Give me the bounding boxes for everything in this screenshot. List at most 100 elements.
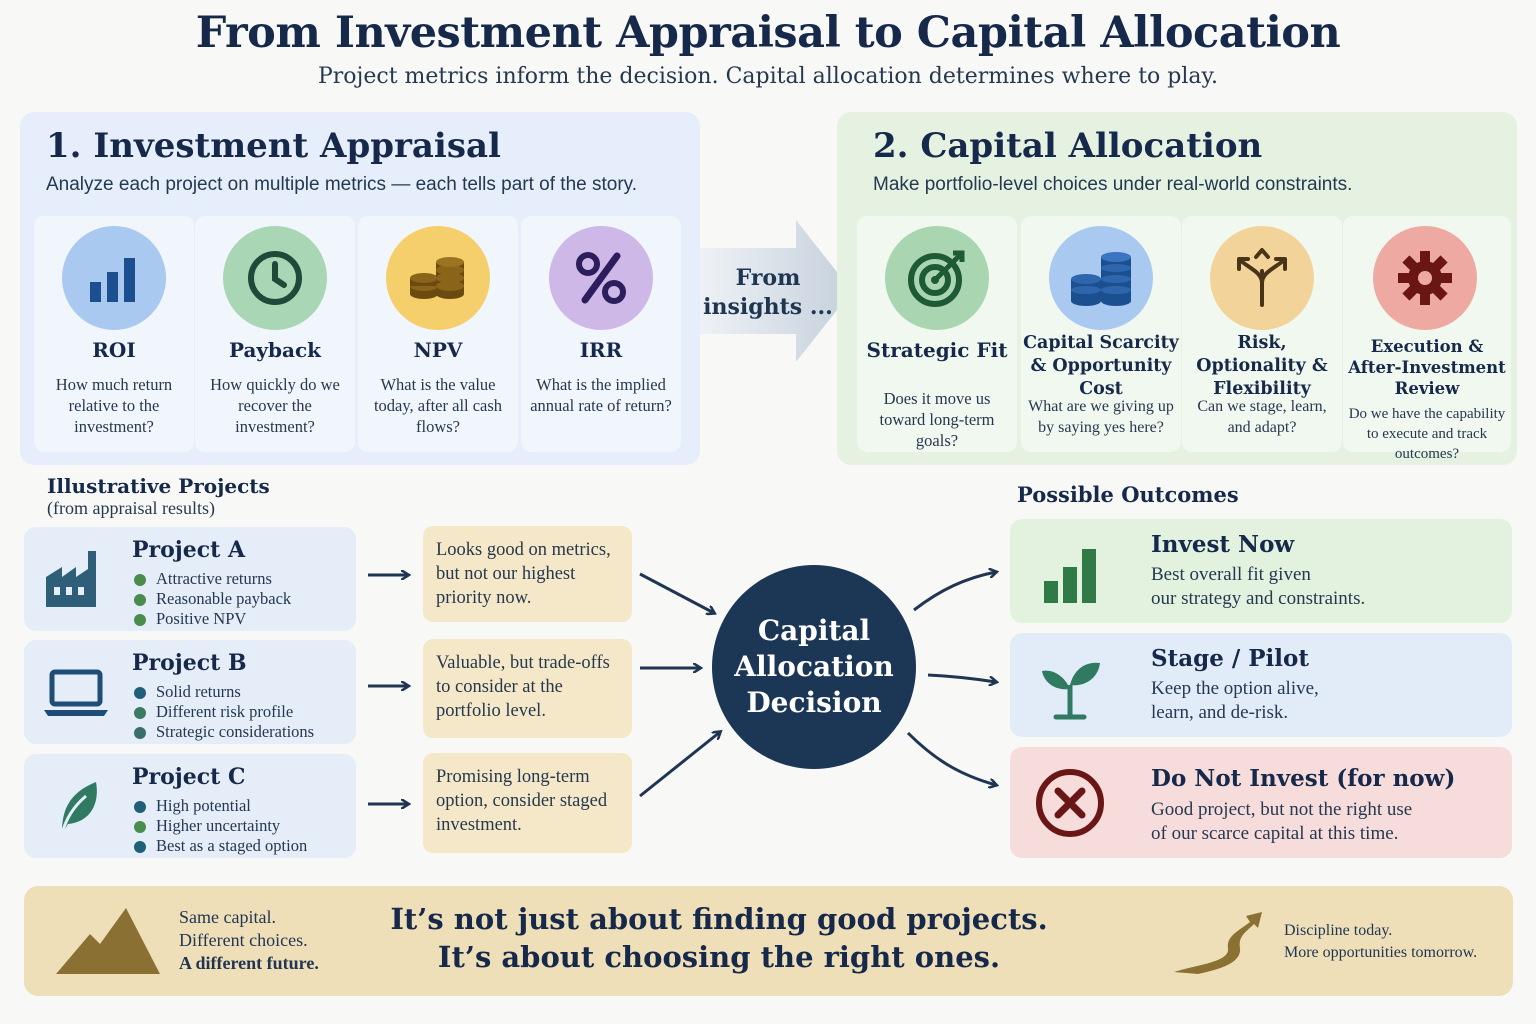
bullet: Best as a staged option [132, 836, 307, 856]
assessment-note-a: Looks good on metrics, but not our highe… [423, 526, 632, 622]
appraisal-subtitle: Analyze each project on multiple metrics… [46, 174, 638, 195]
criterion-card-execution: Execution & After-Investment Review Do w… [1343, 216, 1511, 462]
investment-appraisal-panel: 1. Investment Appraisal Analyze each pro… [20, 112, 700, 465]
capital-allocation-decision: Capital Allocation Decision [712, 565, 916, 769]
outcome-title: Stage / Pilot [1151, 645, 1310, 672]
projects-note: (from appraisal results) [47, 498, 215, 518]
decision-line: Capital [757, 614, 871, 647]
assessment-note-c: Promising long-term option, consider sta… [423, 753, 632, 853]
outcome-desc-line: our strategy and constraints. [1151, 588, 1366, 609]
banner-line: It’s about choosing the right ones. [437, 940, 1001, 974]
outcome-title: Do Not Invest (for now) [1151, 765, 1456, 792]
project-bullets: High potential Higher uncertainty Best a… [132, 796, 307, 856]
takeaway-banner: Same capital. Different choices. A diffe… [24, 886, 1513, 996]
outcome-invest-now: Invest Now Best overall fit given our st… [1010, 519, 1512, 623]
bullet: Different risk profile [132, 702, 314, 722]
criterion-label: Risk, Optionality & Flexibility [1196, 333, 1328, 399]
metric-card-payback: Payback How quickly do we recover the in… [195, 216, 355, 452]
bullet: Positive NPV [132, 609, 291, 629]
metric-card-roi: ROI How much return relative to the inve… [34, 216, 194, 452]
metric-desc: How much return relative to the investme… [55, 375, 173, 436]
banner-line: A different future. [179, 953, 319, 973]
allocation-title: 2. Capital Allocation [873, 126, 1263, 166]
banner-right-text: Discipline today. More opportunities tom… [1284, 920, 1477, 964]
bridge-text: From insights ... [703, 265, 833, 320]
outcome-desc-line: Keep the option alive, [1151, 678, 1319, 699]
project-name: Project B [132, 650, 247, 676]
assessment-note-b: Valuable, but trade-offs to consider at … [423, 639, 632, 738]
project-card-b: Project B Solid returns Different risk p… [24, 640, 356, 744]
metric-card-npv: NPV What is the value today, after all c… [358, 216, 518, 452]
criterion-desc: What are we giving up by saying yes here… [1028, 398, 1174, 436]
banner-left-text: Same capital. Different choices. A diffe… [179, 906, 319, 975]
project-card-c: Project C High potential Higher uncertai… [24, 754, 356, 858]
cancel-circle-icon [1036, 769, 1104, 837]
project-name: Project A [132, 537, 246, 563]
sprout-icon [1042, 662, 1100, 720]
coin-stack-icon [1049, 226, 1153, 330]
bullet: Attractive returns [132, 569, 291, 589]
coins-icon [386, 226, 490, 330]
allocation-subtitle: Make portfolio-level choices under real-… [873, 174, 1353, 195]
bullet: Reasonable payback [132, 589, 291, 609]
metric-label: Payback [228, 338, 322, 362]
outcome-desc: Best overall fit given our strategy and … [1151, 563, 1365, 611]
page-subtitle: Project metrics inform the decision. Cap… [317, 64, 1219, 89]
project-card-a: Project A Attractive returns Reasonable … [24, 527, 356, 631]
criterion-label: Capital Scarcity & Opportunity Cost [1023, 333, 1179, 399]
banner-main-message: It’s not just about finding good project… [354, 900, 1084, 976]
decision-line: Allocation [734, 650, 894, 683]
criterion-card-risk-optionality: Risk, Optionality & Flexibility Can we s… [1182, 216, 1342, 452]
banner-line: Discipline today. [1284, 922, 1393, 939]
criterion-desc: Do we have the capability to execute and… [1348, 406, 1506, 462]
factory-icon [46, 551, 96, 607]
outcome-desc-line: learn, and de-risk. [1151, 702, 1289, 723]
leaf-icon [60, 782, 97, 835]
laptop-icon [44, 669, 108, 716]
decision-line: Decision [746, 686, 882, 719]
metric-card-irr: IRR What is the implied annual rate of r… [521, 216, 681, 452]
metric-desc: What is the value today, after all cash … [373, 375, 503, 436]
bridge-arrow: From insights ... [700, 220, 852, 362]
outcome-desc: Keep the option alive, learn, and de-ris… [1151, 677, 1319, 725]
banner-line: Different choices. [179, 930, 308, 950]
bullet: Higher uncertainty [132, 816, 307, 836]
project-bullets: Attractive returns Reasonable payback Po… [132, 569, 291, 629]
bar-chart-icon [62, 226, 166, 330]
criterion-label: Strategic Fit [866, 338, 1008, 362]
project-bullets: Solid returns Different risk profile Str… [132, 682, 314, 742]
clock-icon [223, 226, 327, 330]
metric-label: IRR [579, 338, 623, 362]
criterion-desc: Does it move us toward long-term goals? [879, 389, 995, 450]
outcomes-heading: Possible Outcomes [1017, 482, 1239, 507]
criterion-desc: Can we stage, learn, and adapt? [1197, 398, 1327, 436]
bullet: Solid returns [132, 682, 314, 702]
criterion-card-capital-scarcity: Capital Scarcity & Opportunity Cost What… [1021, 216, 1181, 452]
outcome-do-not-invest: Do Not Invest (for now) Good project, bu… [1010, 747, 1512, 858]
gear-icon [1373, 226, 1477, 330]
percent-icon [549, 226, 653, 330]
metric-label: ROI [92, 338, 136, 362]
banner-line: Same capital. [179, 907, 276, 927]
outcome-stage-pilot: Stage / Pilot Keep the option alive, lea… [1010, 633, 1512, 737]
branching-arrows-icon [1210, 226, 1314, 330]
outcome-desc-line: Good project, but not the right use [1151, 799, 1413, 820]
capital-allocation-panel: 2. Capital Allocation Make portfolio-lev… [837, 112, 1517, 465]
outcome-title: Invest Now [1151, 531, 1295, 558]
winding-path-icon [1174, 912, 1262, 974]
metric-desc: How quickly do we recover the investment… [210, 375, 340, 436]
banner-line: It’s not just about finding good project… [390, 902, 1048, 936]
metric-desc: What is the implied annual rate of retur… [530, 375, 672, 415]
bullet: High potential [132, 796, 307, 816]
appraisal-title: 1. Investment Appraisal [46, 126, 501, 166]
target-icon [885, 226, 989, 330]
mountain-icon [56, 908, 160, 974]
bar-chart-icon [1044, 549, 1096, 603]
outcome-desc: Good project, but not the right use of o… [1151, 798, 1412, 846]
bullet: Strategic considerations [132, 722, 314, 742]
project-name: Project C [132, 764, 246, 790]
metric-label: NPV [413, 338, 463, 362]
projects-heading: Illustrative Projects [47, 474, 270, 498]
outcome-desc-line: of our scarce capital at this time. [1151, 823, 1399, 844]
